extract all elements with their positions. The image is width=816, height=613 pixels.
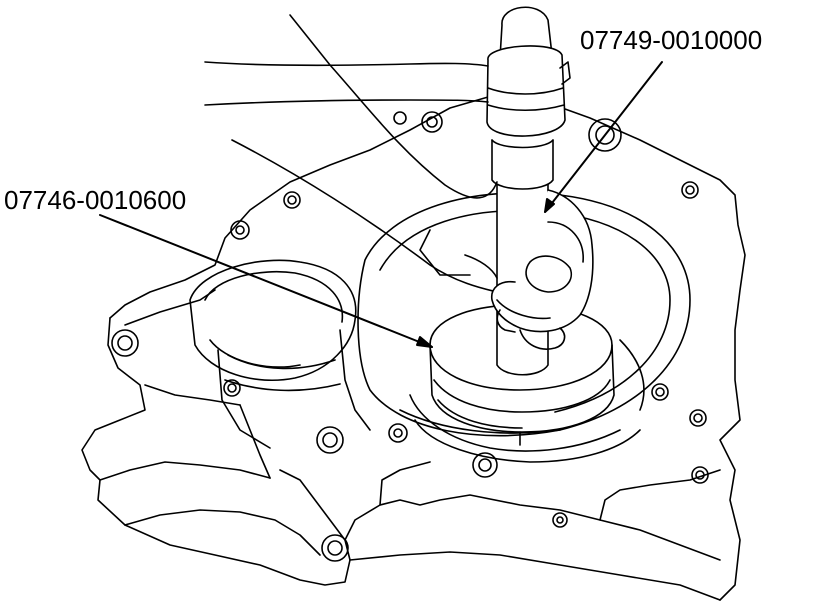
callout-leaders [100, 62, 662, 347]
bolt-bosses [112, 112, 708, 561]
arrowhead-driver-attachment [417, 337, 432, 347]
leader-driver-attachment [100, 215, 432, 347]
hands [232, 65, 593, 349]
housing-casting [82, 95, 745, 600]
callout-label-driver-handle: 07749-0010000 [580, 25, 763, 55]
left-bore [190, 260, 370, 448]
leader-driver-handle [545, 62, 662, 212]
hammer [205, 7, 570, 136]
arrowhead-driver-handle [545, 199, 554, 212]
main-bore [358, 193, 690, 462]
callout-label-driver-attachment: 07746-0010600 [4, 185, 187, 215]
